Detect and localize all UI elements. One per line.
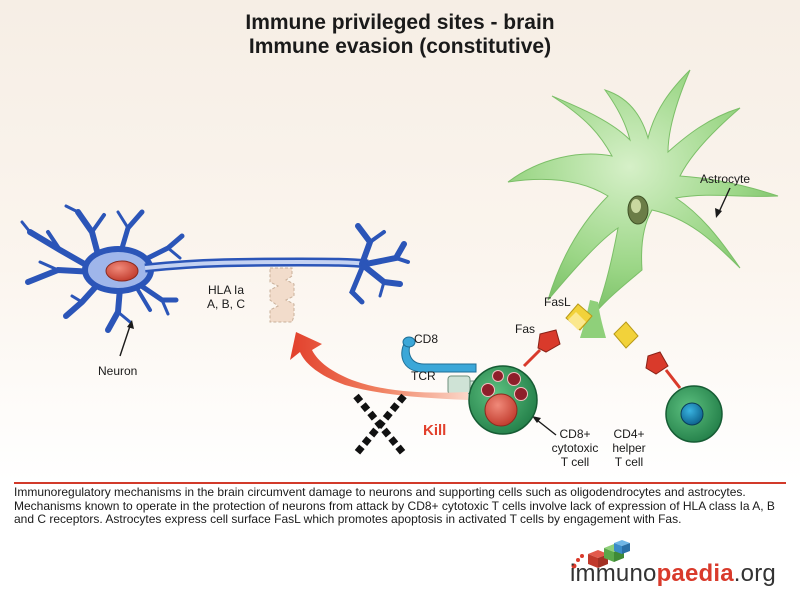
- cd4-cell-label-line-2: helper: [612, 441, 646, 455]
- fasl-label: FasL: [544, 295, 571, 309]
- astrocyte-cell: [507, 69, 779, 338]
- astrocyte-pointer-head: [715, 208, 722, 218]
- cd8-t-cell: [468, 365, 538, 435]
- neuron-nucleus: [105, 260, 139, 282]
- astrocyte-label: Astrocyte: [700, 172, 751, 186]
- logo-wordmark: immunopaedia.org: [570, 560, 776, 588]
- logo-paedia: paedia: [656, 560, 734, 587]
- fasl-left: [565, 303, 593, 331]
- fas-label: Fas: [515, 322, 536, 336]
- fas-right: [645, 351, 682, 389]
- immunopaedia-logo[interactable]: immunopaedia.org: [560, 540, 790, 596]
- cd8-cell-label-line-1: CD8+: [559, 427, 591, 441]
- neuron-pointer: [119, 325, 131, 357]
- neuron-cell: [20, 204, 410, 333]
- blocked-cross: [353, 393, 407, 457]
- caption-divider: [14, 482, 786, 484]
- cd8-cell-label-line-3: T cell: [560, 455, 590, 469]
- astrocyte-nucleolus: [631, 199, 641, 213]
- title-line-2: Immune evasion (constitutive): [248, 35, 552, 58]
- tcr-label: TCR: [411, 369, 436, 383]
- kill-arrow: [290, 332, 468, 400]
- astrocyte-pointer: [718, 187, 731, 213]
- cd8-cell-label-line-2: cytotoxic: [551, 441, 599, 455]
- hla-label-line-2: A, B, C: [206, 297, 245, 311]
- hla-ia-receptor-absent: [269, 267, 295, 323]
- diagram-artwork: [20, 69, 779, 457]
- cd4-cell-label-line-3: T cell: [614, 455, 644, 469]
- cd8-cell-pointer: [536, 419, 557, 436]
- cytotoxic-granules: [481, 370, 528, 401]
- cd8-label: CD8: [414, 332, 439, 346]
- fasl-right: [613, 321, 639, 349]
- cd8-receptor: [401, 336, 477, 373]
- logo-immuno: immuno: [570, 560, 657, 587]
- title-line-1: Immune privileged sites - brain: [245, 11, 555, 34]
- fas-left: [522, 329, 561, 368]
- caption-text: Immunoregulatory mechanisms in the brain…: [14, 485, 775, 526]
- logo-cubes-icon: [571, 540, 630, 569]
- kill-label: Kill: [423, 422, 447, 439]
- neuron-label: Neuron: [98, 364, 138, 378]
- neuron-pointer-head: [127, 320, 134, 329]
- cd8-cell-pointer-head: [532, 416, 541, 423]
- cd4-t-cell: [665, 385, 723, 443]
- hla-label-line-1: HLA Ia: [207, 283, 245, 297]
- logo-org: .org: [733, 560, 776, 587]
- cd4-cell-label-line-1: CD4+: [613, 427, 645, 441]
